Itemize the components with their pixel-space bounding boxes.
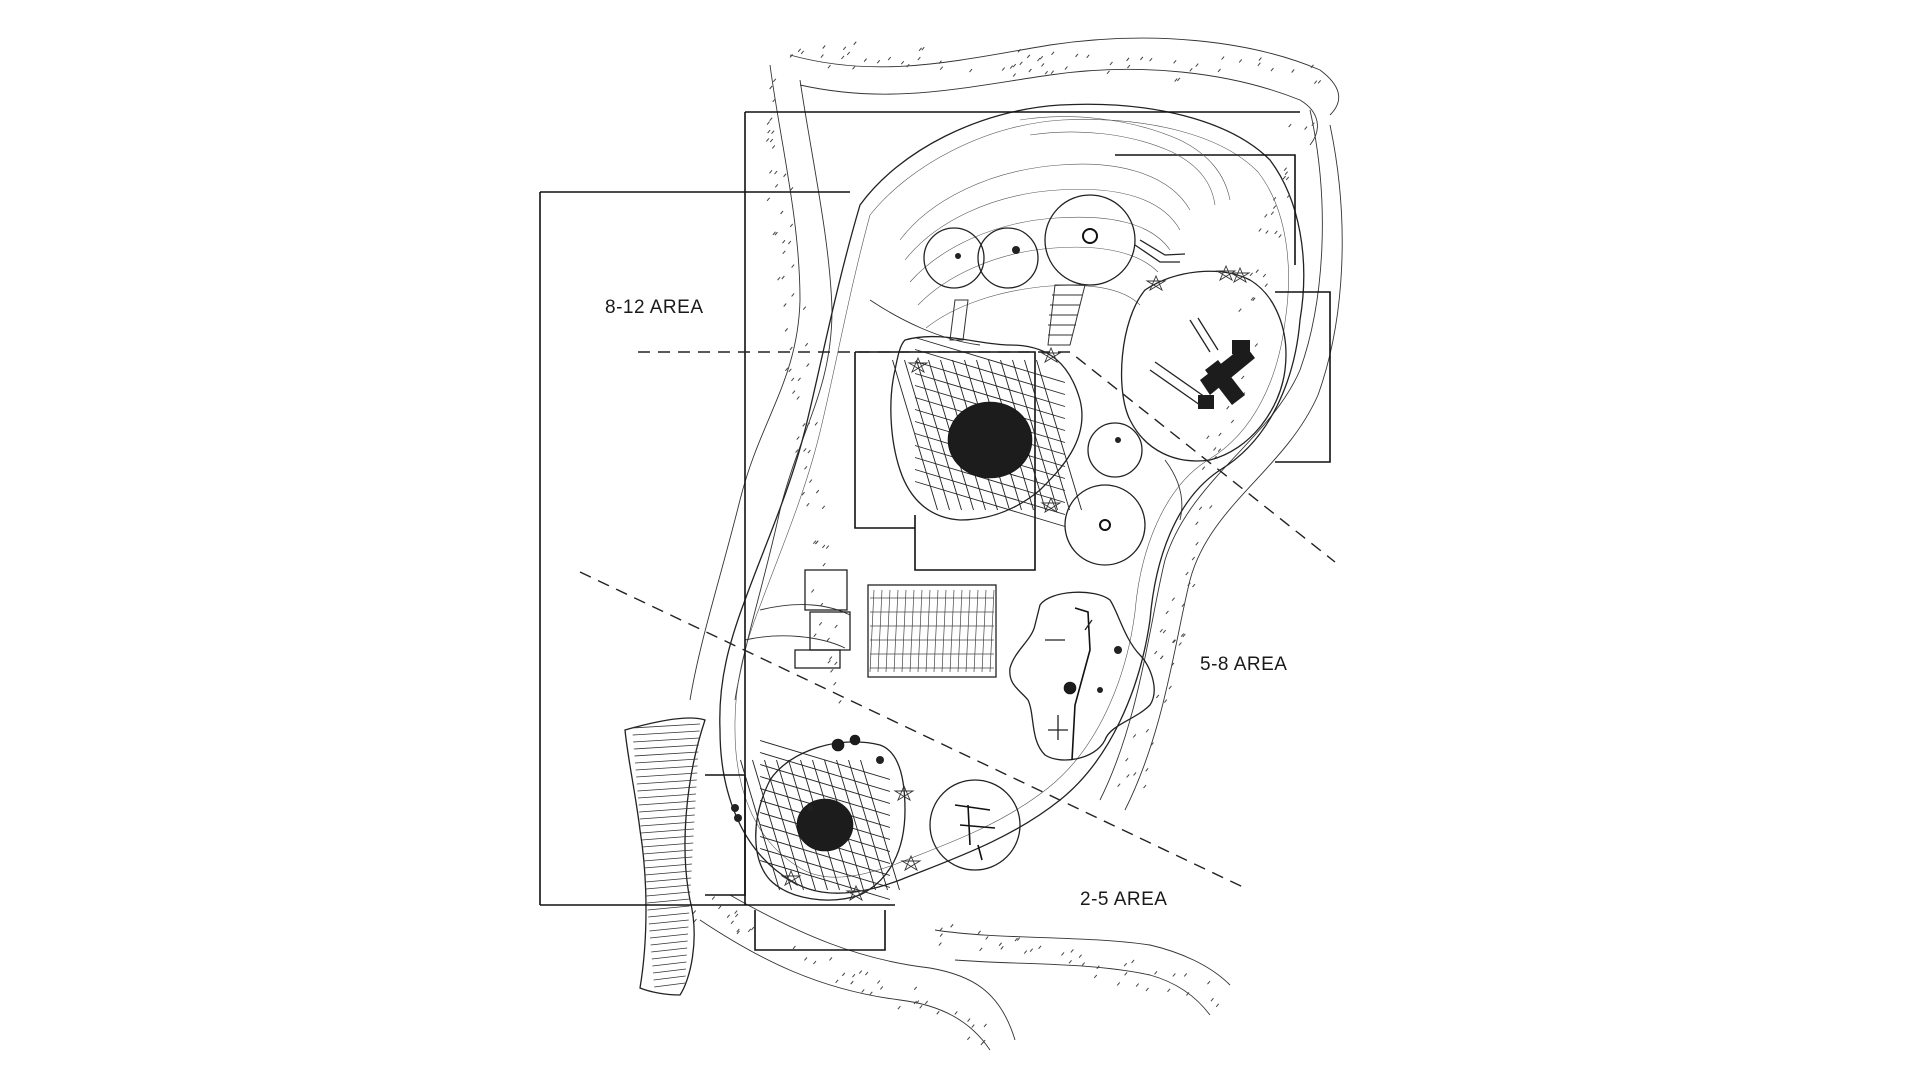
perimeter-walkways: [689, 37, 1343, 1051]
divider-8-12-from-5-8: [638, 351, 1336, 563]
zone-5-8-features: [794, 569, 1155, 761]
divider-5-8-from-2-5: [579, 571, 1246, 889]
zone-dividers: [579, 351, 1336, 889]
zone-label-5-8: 5-8 AREA: [1200, 654, 1287, 675]
entry-ramp: [624, 717, 706, 996]
zone-8-12-features: [890, 116, 1287, 566]
dimension-lines: [539, 111, 1331, 951]
landscape-dots: [692, 41, 1322, 1046]
zone-label-2-5: 2-5 AREA: [1080, 889, 1167, 910]
zone-label-8-12: 8-12 AREA: [605, 297, 704, 318]
zone-2-5-features: [731, 734, 1021, 902]
